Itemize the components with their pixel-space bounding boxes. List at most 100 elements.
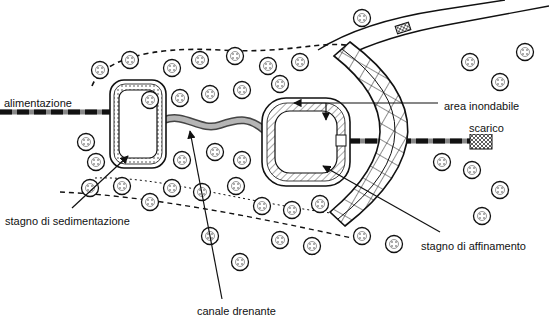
- tree-crown-inner: [521, 48, 530, 57]
- tree-crown: [228, 178, 245, 195]
- tree-symbol: [174, 152, 191, 169]
- tree-symbol: [227, 48, 244, 65]
- leader-arrow: [323, 166, 440, 232]
- tree-crown-inner: [146, 198, 155, 207]
- tree-symbol: [114, 178, 131, 195]
- part-label: stagno di sedimentazione: [4, 215, 131, 227]
- tree-crown-inner: [276, 80, 285, 89]
- tree-crown-inner: [478, 212, 487, 221]
- tree-symbol: [92, 62, 109, 79]
- leader-arrow: [294, 102, 438, 103]
- tree-crown-inner: [146, 96, 155, 105]
- tree-crown-inner: [276, 236, 285, 245]
- tree-symbol: [517, 44, 534, 61]
- tree-crown-inner: [168, 64, 177, 73]
- sedimentation-pond: [110, 80, 166, 168]
- tree-crown-inner: [316, 200, 325, 209]
- tree-crown-inner: [168, 184, 177, 193]
- tree-symbol: [272, 76, 289, 93]
- tree-crown: [207, 144, 224, 161]
- tree-crown-inner: [96, 66, 105, 75]
- tree-symbol: [462, 54, 479, 71]
- tree-crown: [88, 154, 105, 171]
- leader-arrow: [72, 156, 128, 208]
- tree-crown-inner: [296, 58, 305, 67]
- tree-crown-inner: [82, 138, 91, 147]
- tree-crown: [386, 236, 403, 253]
- tree-crown: [142, 92, 159, 109]
- tree-symbol: [164, 180, 181, 197]
- tree-crown: [272, 232, 289, 249]
- tree-symbol: [122, 52, 139, 69]
- label-holder: area inondabile: [443, 96, 520, 114]
- part-label: area inondabile: [443, 100, 520, 112]
- tree-crown: [92, 62, 109, 79]
- outlet-structure: [336, 135, 346, 146]
- tree-symbol: [354, 10, 371, 27]
- tree-crown: [272, 76, 289, 93]
- tree-crown-inner: [308, 242, 317, 251]
- tree-symbol: [254, 198, 271, 215]
- tree-symbol: [312, 196, 329, 213]
- tree-crown: [292, 54, 309, 71]
- tree-crown: [142, 194, 159, 211]
- label-holder: stagno di sedimentazione: [4, 211, 131, 229]
- tree-symbol: [272, 232, 289, 249]
- tree-crown-inner: [176, 94, 185, 103]
- tree-symbol: [434, 154, 451, 171]
- label-holder: canale drenante: [196, 301, 277, 319]
- part-label: stagno di affinamento: [420, 240, 527, 252]
- tree-crown: [122, 52, 139, 69]
- tree-crown: [304, 238, 321, 255]
- drainage-channel: [164, 118, 264, 130]
- tree-crown-inner: [231, 52, 240, 61]
- tree-crown-inner: [358, 14, 367, 23]
- pond-bank: [114, 84, 162, 164]
- tree-crown: [254, 198, 271, 215]
- tree-symbol: [142, 194, 159, 211]
- pond-water: [119, 90, 157, 158]
- tree-crown-inner: [178, 156, 187, 165]
- tree-crown: [114, 178, 131, 195]
- tree-symbol: [234, 82, 251, 99]
- tree-crown-inner: [438, 158, 447, 167]
- tree-crown: [78, 134, 95, 151]
- tree-symbol: [492, 182, 509, 199]
- leader-arrow: [190, 131, 222, 299]
- road-edge: [318, 0, 505, 50]
- tree-crown-inner: [466, 58, 475, 67]
- tree-crown: [462, 54, 479, 71]
- tree-crown: [172, 90, 189, 107]
- part-label: scarico: [468, 122, 505, 134]
- label-holder: stagno di affinamento: [420, 236, 527, 254]
- tree-crown: [354, 10, 371, 27]
- tree-symbol: [88, 154, 105, 171]
- tree-symbol: [260, 58, 277, 75]
- tree-crown: [82, 180, 99, 197]
- tree-crown: [464, 162, 481, 179]
- tree-crown: [192, 52, 209, 69]
- inlet-pipe: [0, 110, 110, 115]
- tree-symbol: [464, 162, 481, 179]
- tree-crown-inner: [238, 156, 247, 165]
- tree-symbol: [474, 208, 491, 225]
- tree-crown-inner: [238, 86, 247, 95]
- inlet-pipe: [0, 110, 110, 115]
- label-holder: alimentazione: [3, 93, 73, 111]
- tree-crown: [312, 196, 329, 213]
- drainage-channel: [164, 118, 264, 130]
- tree-symbol: [304, 238, 321, 255]
- tree-crown: [492, 74, 509, 91]
- tree-crown: [517, 44, 534, 61]
- tree-crown-inner: [236, 258, 245, 267]
- outlet-pipe: [348, 139, 470, 144]
- tree-symbol: [492, 74, 509, 91]
- tree-crown: [284, 202, 301, 219]
- polishing-pond: [262, 98, 350, 186]
- tree-crown: [492, 182, 509, 199]
- tree-crown: [234, 152, 251, 169]
- label-holder: scarico: [468, 118, 505, 136]
- part-label: canale drenante: [196, 305, 277, 317]
